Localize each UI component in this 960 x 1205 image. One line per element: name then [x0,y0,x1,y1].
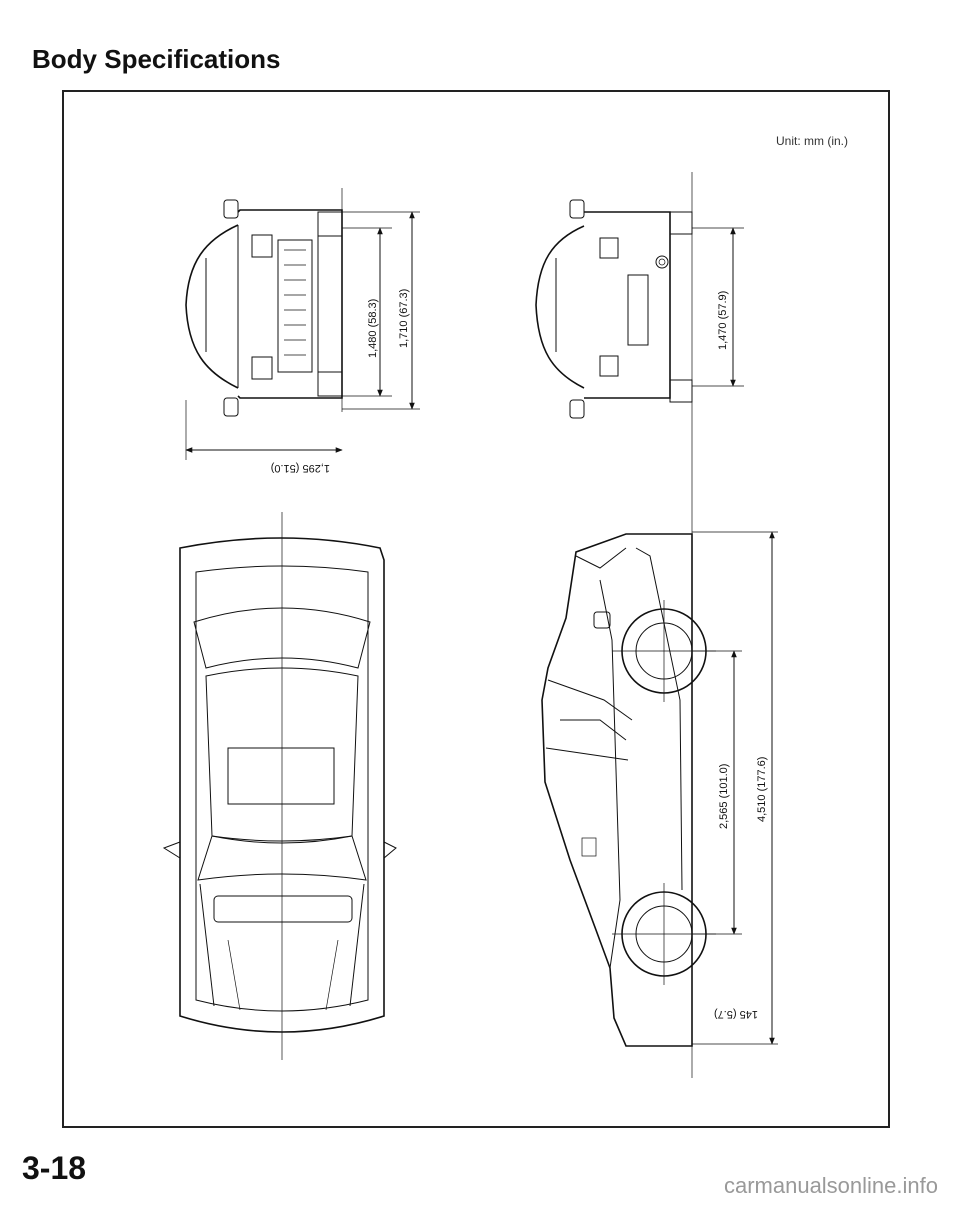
front-view-drawing [185,188,420,460]
dim-overall-length: 4,510 (177.6) [756,756,768,822]
dim-rear-height: 1,470 (57.9) [717,290,729,350]
diagram-frame [62,90,890,1128]
rear-view-drawing [535,172,744,1078]
footer-watermark: carmanualsonline.info [723,1173,938,1198]
unit-label: Unit: mm (in.) [776,134,848,148]
dim-overall-height: 1,710 (67.3) [398,288,410,348]
dim-ground-clearance: 145 (5.7) [713,1008,758,1020]
top-view-drawing [162,512,397,1060]
dim-wheelbase: 2,565 (101.0) [718,763,730,829]
page-number: 3-18 [22,1150,87,1186]
dim-width: 1,295 (51.0) [270,462,330,474]
page-title: Body Specifications [32,44,281,74]
dim-height-front: 1,480 (58.3) [367,298,379,358]
side-view-drawing [541,531,778,1047]
